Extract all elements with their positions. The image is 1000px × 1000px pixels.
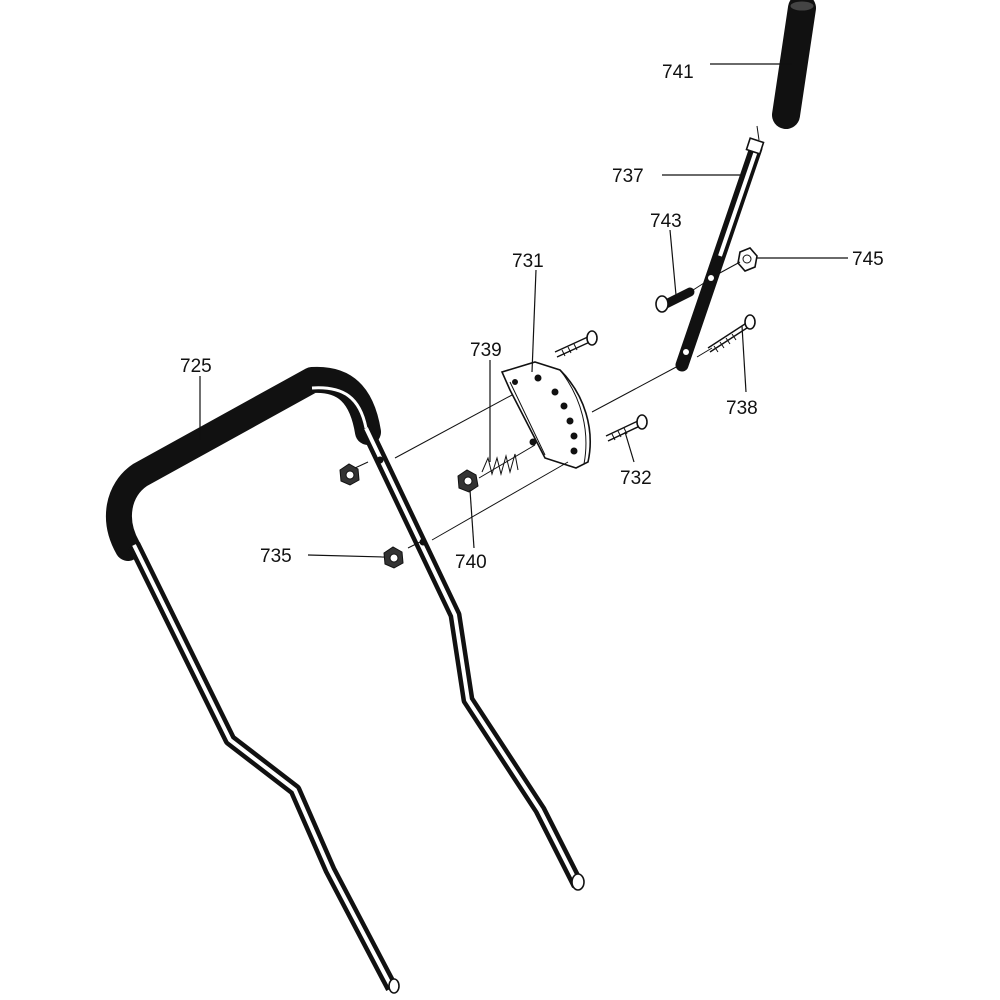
bolt-738[interactable]	[707, 314, 756, 353]
bolt-732[interactable]	[605, 414, 648, 442]
leader-lines	[199, 63, 848, 558]
bolt-upper-731[interactable]	[554, 330, 598, 358]
assembly-lines	[354, 125, 760, 549]
grip-741[interactable]	[772, 0, 816, 129]
label-737: 737	[612, 166, 644, 187]
nut-745[interactable]	[737, 247, 758, 272]
label-738: 738	[726, 398, 758, 419]
nut-735[interactable]	[383, 546, 404, 569]
label-740: 740	[455, 552, 487, 573]
label-745: 745	[852, 249, 884, 270]
label-735: 735	[260, 546, 292, 567]
label-743: 743	[650, 211, 682, 232]
nut-upper-left[interactable]	[339, 463, 360, 486]
part-labels: 741 737 743 745 731 739 725 738 732 735 …	[180, 62, 884, 573]
spring-739[interactable]	[481, 453, 519, 476]
label-732: 732	[620, 468, 652, 489]
label-731: 731	[512, 251, 544, 272]
lever-rod-737[interactable]	[675, 137, 765, 372]
nut-740[interactable]	[457, 469, 479, 493]
bolt-743[interactable]	[655, 287, 695, 313]
label-739: 739	[470, 340, 502, 361]
label-741: 741	[662, 62, 694, 83]
bracket-731[interactable]	[500, 361, 591, 469]
label-725: 725	[180, 356, 212, 377]
handle-725[interactable]	[105, 366, 585, 994]
